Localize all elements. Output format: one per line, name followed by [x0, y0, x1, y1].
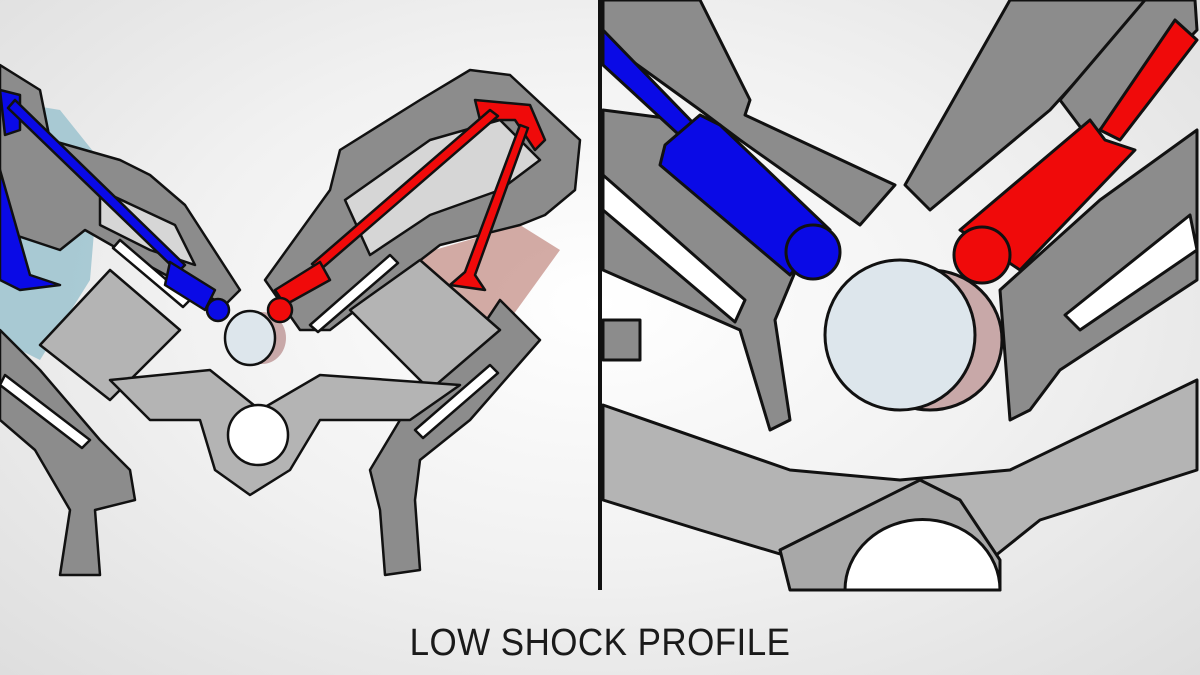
right-head-inner: [343, 118, 542, 257]
intake-valvetrain: [0, 88, 231, 323]
closeup-left-slot: [601, 173, 747, 324]
left-block-slot: [0, 373, 92, 450]
closeup-right-head: [903, 0, 1152, 212]
closeup-left-block: [601, 318, 642, 362]
intake-roller: [205, 297, 231, 323]
right-head-slot: [308, 253, 400, 334]
right-block-slot: [413, 363, 500, 440]
closeup-exhaust-roller: [952, 225, 1012, 285]
exhaust-valvetrain: [266, 98, 547, 324]
closeup-intake-roller: [784, 223, 842, 281]
right-piston: [348, 258, 502, 392]
closeup-right-slot: [1063, 213, 1199, 332]
closeup-intake-lifter: [601, 28, 842, 281]
closeup-exhaust-lifter: [952, 18, 1199, 285]
closeup-cam-lobe: [823, 258, 977, 412]
left-engine-block: [0, 328, 137, 577]
engine-overview-panel: [0, 63, 582, 577]
closeup-exhaust-pushrod: [1098, 18, 1199, 142]
caption: LOW SHOCK PROFILE: [409, 622, 791, 664]
intake-valve: [0, 168, 62, 292]
closeup-crank-journal: [843, 518, 1002, 592]
closeup-right-bore: [998, 128, 1199, 422]
intake-lifter: [163, 260, 217, 312]
crank-journal: [226, 403, 290, 467]
exhaust-valve: [448, 123, 530, 292]
camshaft-lobe: [223, 309, 277, 367]
left-piston: [38, 268, 182, 402]
cam-closeup-panel: [601, 0, 1199, 592]
exhaust-roller: [266, 296, 294, 324]
closeup-connecting-rods: [601, 378, 1199, 592]
closeup-left-head: [601, 0, 897, 227]
